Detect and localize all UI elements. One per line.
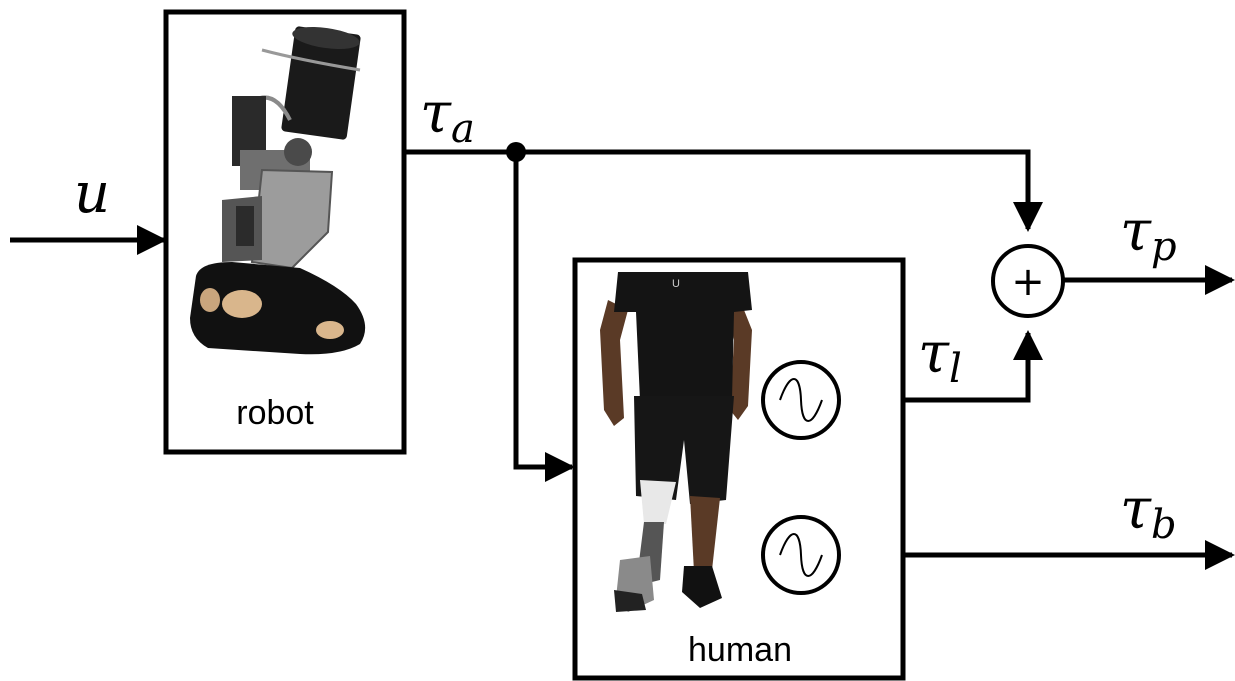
- sine-source-icon: [763, 517, 839, 593]
- svg-text:U: U: [672, 278, 680, 290]
- signal-u-label: u: [74, 161, 110, 226]
- robot-label: robot: [236, 394, 314, 432]
- human-label: human: [688, 631, 792, 669]
- junction-dot: [506, 142, 526, 162]
- summing-junction: +: [993, 246, 1063, 316]
- signal-tau-a-label: τa: [420, 81, 475, 152]
- signal-tau-p-label: τp: [1120, 199, 1177, 270]
- signal-tau-b-label: τb: [1120, 477, 1177, 548]
- sine-source-icon: [763, 362, 839, 438]
- signal-tau-l-label: τl: [918, 321, 962, 392]
- actuator-wire: [404, 152, 1028, 229]
- plus-symbol: +: [1011, 259, 1045, 305]
- branch-to-human-wire: [516, 152, 572, 467]
